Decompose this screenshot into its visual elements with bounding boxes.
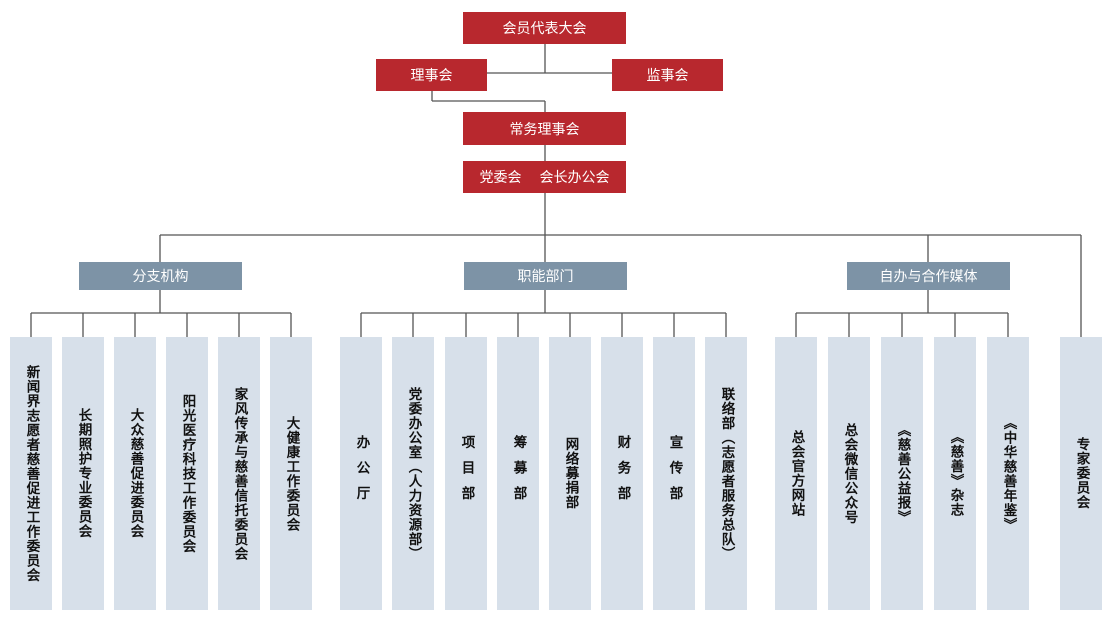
department-item: 网络募捐部 bbox=[549, 337, 591, 610]
branches-header: 分支机构 bbox=[79, 262, 242, 290]
assembly-box: 会员代表大会 bbox=[463, 12, 626, 44]
party-committee-label: 党委会 bbox=[479, 170, 522, 186]
media-item: 总会官方网站 bbox=[775, 337, 817, 610]
media-item: 《慈善》杂志 bbox=[934, 337, 976, 610]
department-item: 项目部 bbox=[445, 337, 487, 610]
branch-item: 大健康工作委员会 bbox=[270, 337, 312, 610]
department-item: 办公厅 bbox=[340, 337, 382, 610]
department-item: 宣传部 bbox=[653, 337, 695, 610]
branch-item: 阳光医疗科技工作委员会 bbox=[166, 337, 208, 610]
media-item: 《中华慈善年鉴》 bbox=[987, 337, 1029, 610]
council-box: 理事会 bbox=[376, 59, 487, 91]
standing-council-box: 常务理事会 bbox=[463, 112, 626, 145]
branch-item: 大众慈善促进委员会 bbox=[114, 337, 156, 610]
media-header: 自办与合作媒体 bbox=[847, 262, 1010, 290]
branch-item: 家风传承与慈善信托委员会 bbox=[218, 337, 260, 610]
media-item: 总会微信公众号 bbox=[828, 337, 870, 610]
supervisory-box: 监事会 bbox=[612, 59, 723, 91]
president-office-label: 会长办公会 bbox=[539, 170, 610, 186]
branch-item: 长期照护专业委员会 bbox=[62, 337, 104, 610]
department-item: 联络部（志愿者服务总队） bbox=[705, 337, 747, 610]
party-office-box: 党委会 会长办公会 bbox=[463, 161, 626, 193]
department-item: 筹募部 bbox=[497, 337, 539, 610]
media-item: 《慈善公益报》 bbox=[881, 337, 923, 610]
expert-committee-box: 专家委员会 bbox=[1060, 337, 1102, 610]
branch-item: 新闻界志愿者慈善促进工作委员会 bbox=[10, 337, 52, 610]
department-item: 财务部 bbox=[601, 337, 643, 610]
department-item: 党委办公室（人力资源部） bbox=[392, 337, 434, 610]
departments-header: 职能部门 bbox=[464, 262, 627, 290]
